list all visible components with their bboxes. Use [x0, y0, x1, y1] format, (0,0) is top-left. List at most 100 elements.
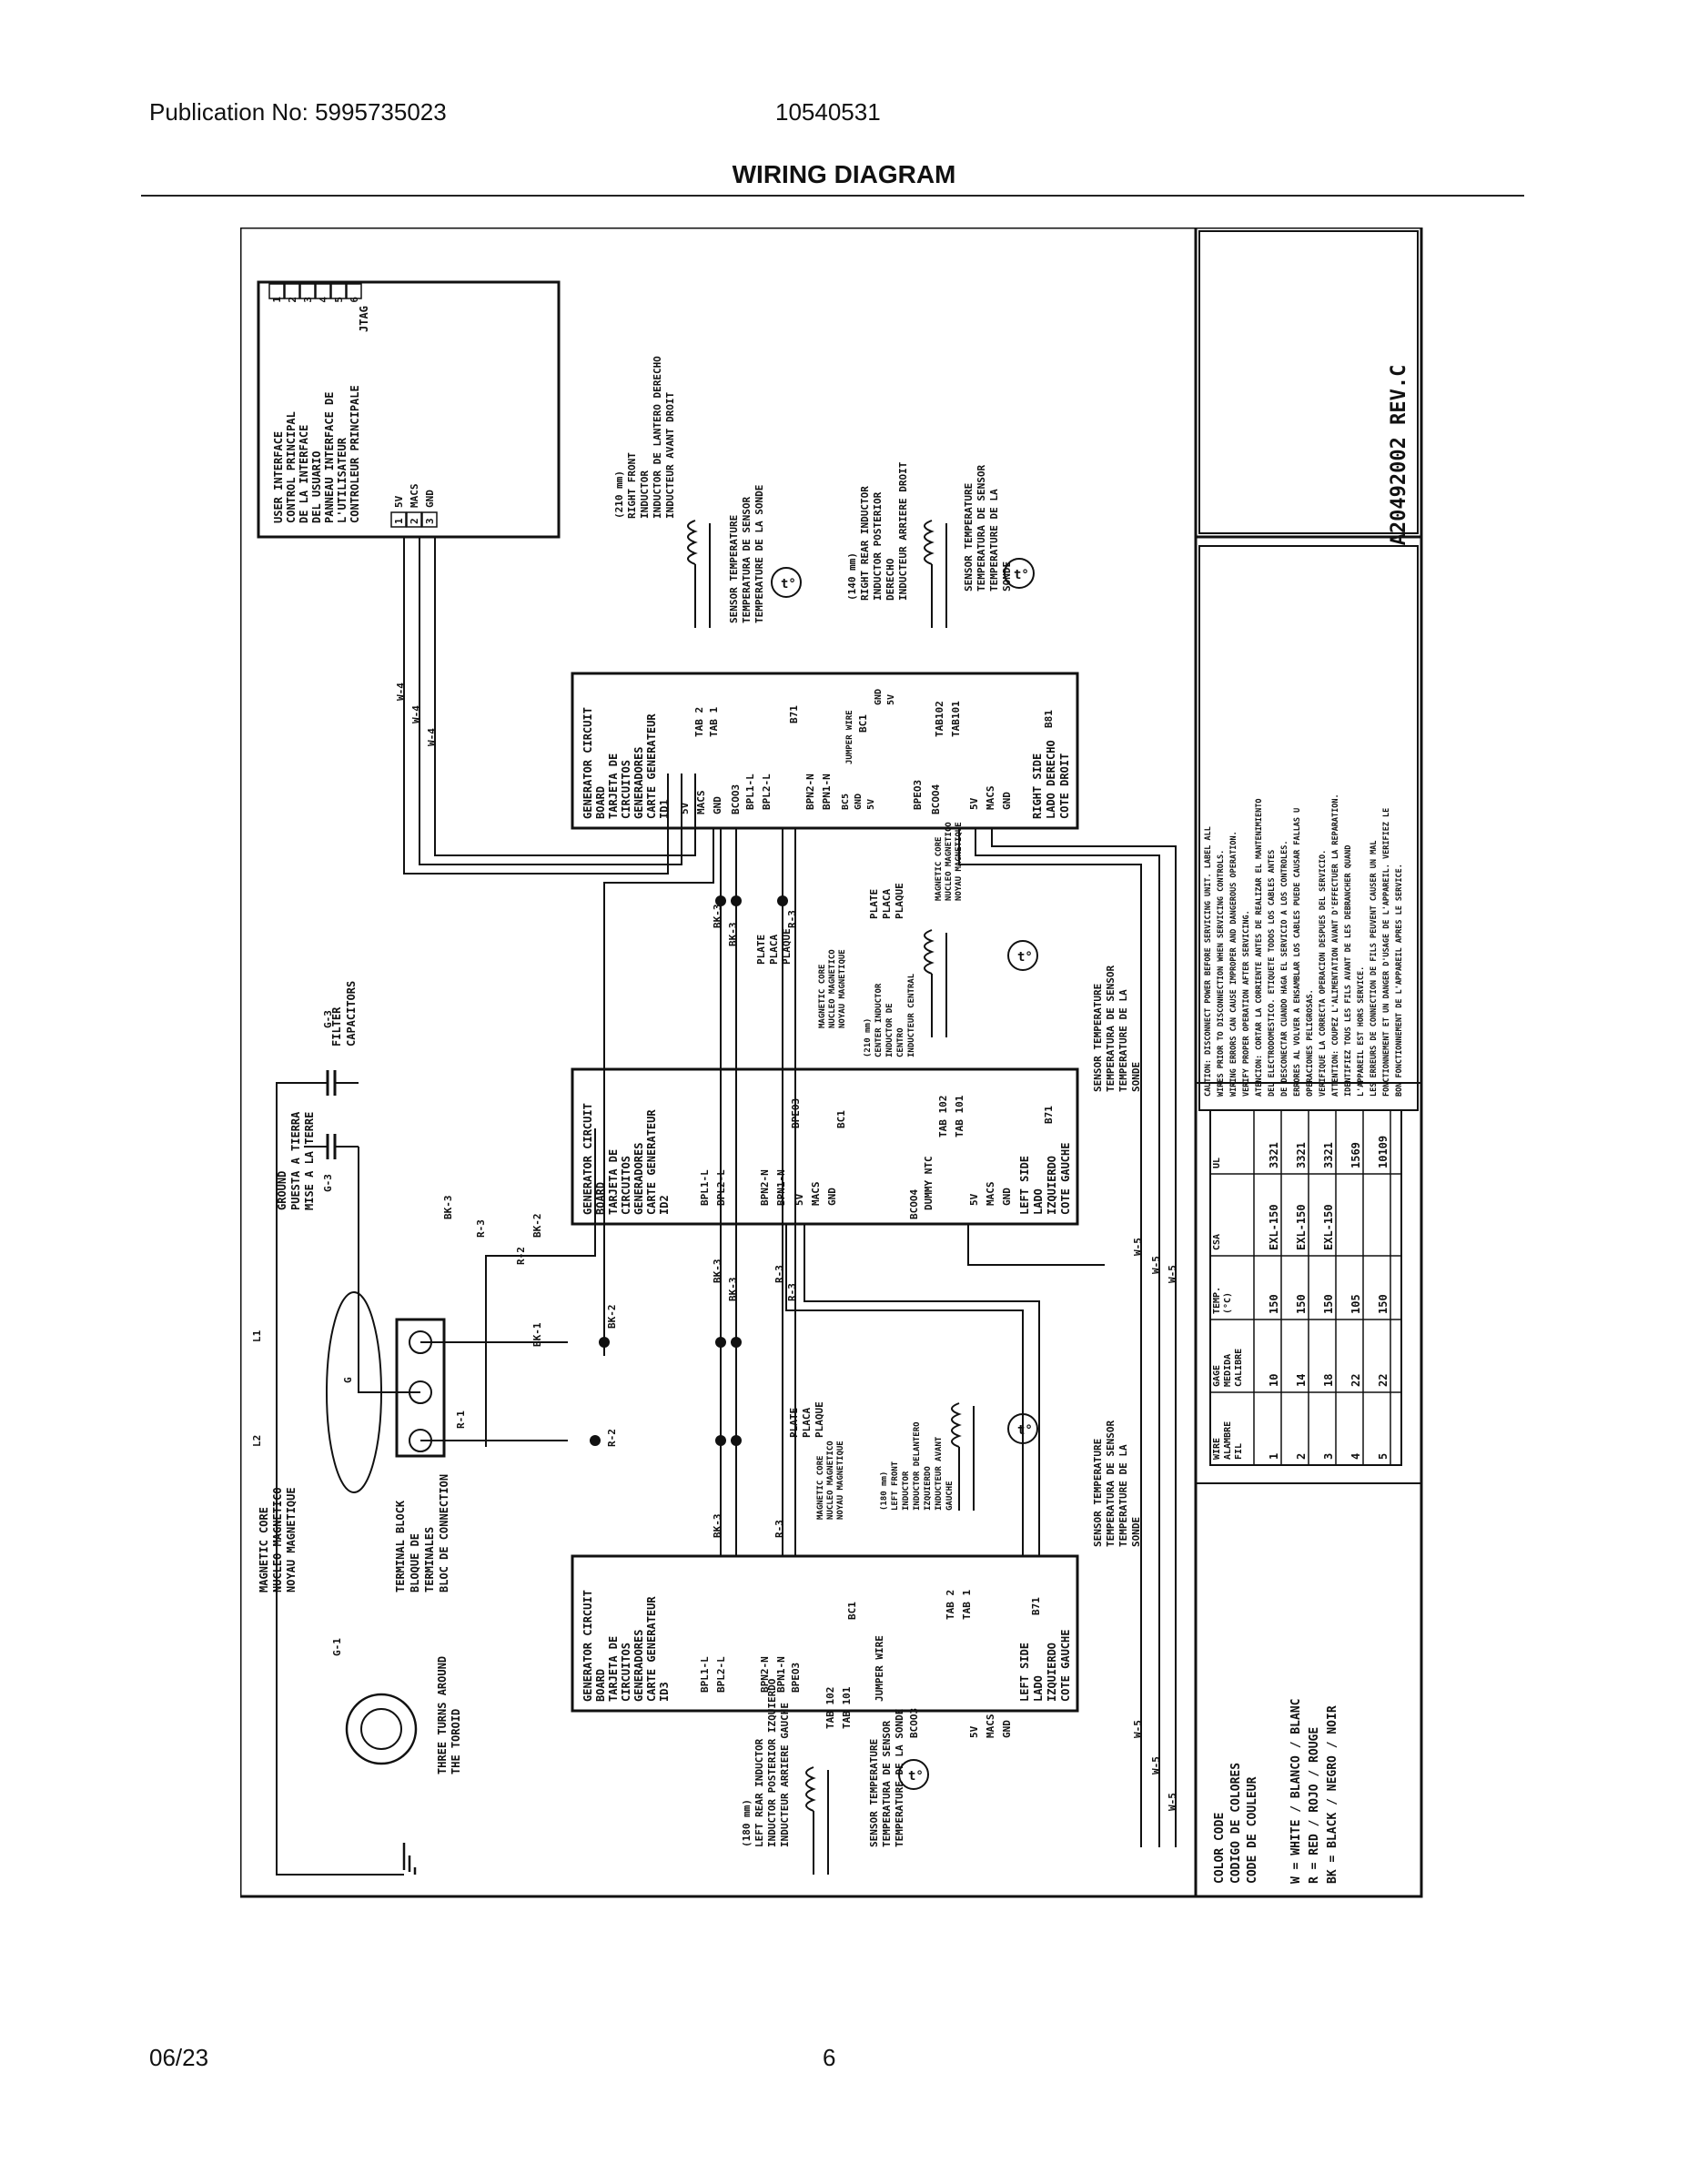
magcore-label-3-line: MAGNETIC CORE	[816, 1456, 825, 1520]
left-side-label-id2-line: COTE GAUCHE	[1059, 1143, 1072, 1215]
revision-box	[1198, 230, 1419, 534]
caution-line-line: IDENTIFIEZ TOUS LES FILS AVANT DE LES DE…	[1344, 845, 1353, 1097]
id1-bpn-line: BPN2-N	[804, 774, 816, 810]
wire-w4-gnd	[434, 537, 696, 856]
wire-label-line: BK-2	[531, 1214, 543, 1239]
inductor-right-rear-label-line: RIGHT REAR INDUCTOR	[859, 486, 871, 601]
id3-cn-terms-line: MACS	[985, 1714, 996, 1739]
magcore-label-3-line: NOYAU MAGNETIQUE	[836, 1441, 845, 1520]
board-id2-label-line: GENERADORES	[632, 1143, 645, 1215]
id2-bpn-line: BPN1-N	[775, 1169, 787, 1206]
table-cell: 2	[1295, 1453, 1308, 1460]
toroid-inner	[360, 1708, 402, 1750]
junction-dot	[731, 1337, 742, 1348]
table-cell: 150	[1377, 1294, 1390, 1314]
table-cell: 1	[1268, 1453, 1280, 1460]
junction-dot	[777, 895, 788, 906]
inductor-center-label-line: (210 mm)	[864, 1018, 873, 1057]
terminal-block-label-line: TERMINAL BLOCK	[394, 1500, 407, 1592]
wire-label-line: BK-3	[442, 1196, 454, 1220]
junction-dot	[715, 1337, 726, 1348]
board-id2-label-line: TARJETA DE	[607, 1149, 620, 1215]
caution-line-line: BON FONCTIONNEMENT DE L'APPAREIL APRES L…	[1395, 864, 1404, 1097]
id2-cn-terms-right-line: GND	[1001, 1188, 1013, 1206]
id3-bcoo3-line: BCOO3	[908, 1708, 920, 1738]
magcore-label-2-line: MAGNETIC CORE	[935, 837, 944, 901]
table-header-line: CSA	[1212, 1234, 1222, 1250]
inductor-left-front-label-line: (180 mm)	[880, 1471, 889, 1511]
wire-label-line: W-5	[1132, 1238, 1144, 1256]
ui-terminal-box	[406, 511, 422, 528]
id2-bc1-line: BC1	[835, 1110, 847, 1128]
wire-label-line: W-4	[426, 728, 438, 746]
ui-terminal-number: 1	[393, 518, 405, 524]
id1-bc5-line: BC5	[841, 794, 851, 810]
inductor-center-label-line: INDUCTOR DE	[885, 1003, 895, 1057]
magcore-label-1-line: MAGNETIC CORE	[818, 965, 827, 1028]
table-cell: 1569	[1349, 1142, 1362, 1168]
inductor-right-front-label-line: INDUCTOR DE LANTERO DERECHO	[652, 356, 663, 519]
junction-dot	[599, 1337, 610, 1348]
terminal-screw	[409, 1429, 432, 1452]
inductor-left-front-label-line: INDUCTOR	[902, 1471, 911, 1511]
wire-id2-id3-link	[785, 1224, 1024, 1556]
id1-cn-terms-line: 5V	[679, 802, 691, 814]
caution-line-line: ATENCION: CORTAR LA CORRIENTE ANTES DE R…	[1255, 798, 1264, 1097]
ui-terminal-number: 2	[409, 518, 420, 524]
publication-number: Publication No: 5995735023	[149, 98, 447, 126]
ground-label-line: MISE A LA TERRE	[303, 1112, 316, 1210]
id1-cn-terms-right-line: GND	[1001, 792, 1013, 810]
inductor-left-rear-label-line: INDUCTOR POSTERIOR IZQUIERDO	[766, 1678, 778, 1847]
caution-line-line: DEL ELECTRODOMESTICO. ETIQUETE TODOS LOS…	[1268, 850, 1277, 1097]
caution-line-line: CAUTION: DISCONNECT POWER BEFORE SERVICI…	[1204, 826, 1213, 1097]
jtag-pin-number: 2	[287, 297, 298, 303]
id2-cn-terms-line: GND	[826, 1188, 838, 1206]
table-header-line: TEMP.	[1212, 1287, 1222, 1314]
wire-label-line: W-5	[1167, 1265, 1178, 1283]
ui-terminal-label: MACS	[409, 484, 420, 509]
jtag-pin-box	[284, 283, 300, 299]
id3-tab-line: TAB 2	[945, 1590, 956, 1620]
thermistor-symbol: t°	[1017, 1423, 1033, 1438]
inductor-center	[924, 929, 935, 975]
table-cell: 105	[1349, 1294, 1362, 1314]
board-id3-label-line: BOARD	[594, 1669, 607, 1702]
table-cell: 10	[1268, 1374, 1280, 1387]
sensor-label-1-line: TEMPERATURE DE LA SONDE	[753, 485, 765, 623]
wire-bk2	[603, 828, 714, 1356]
inductor-left-front-label-line: GAUCHE	[945, 1481, 955, 1511]
wire-label-line: R-3	[773, 1520, 785, 1538]
plate-label-1-line: PLATE	[755, 935, 767, 965]
sensor-label-5-line: TEMPERATURA DE SENSOR	[881, 1721, 893, 1847]
plate-label-1-line: PLAQUE	[781, 928, 793, 965]
id1-gnd5v-line: 5V	[886, 694, 896, 705]
jtag-pin-box	[315, 283, 331, 299]
table-cell: EXL-150	[1322, 1204, 1335, 1250]
wire-w5-b	[975, 828, 1160, 1847]
wire-label-line: BK-3	[727, 1278, 739, 1302]
id1-b71-line: B71	[788, 705, 800, 723]
inductor-center-label-line: INDUCTEUR CENTRAL	[907, 973, 916, 1057]
caution-line-line: FONCTIONNEMENT ET UN DANGER D'USAGE DE L…	[1382, 808, 1391, 1097]
toroid-label-line: THE TOROID	[450, 1709, 462, 1774]
id1-tab10x-line: TAB102	[934, 701, 945, 737]
thermistor-symbol: t°	[908, 1769, 924, 1784]
board-id3-label-line: ID3	[658, 1682, 671, 1702]
wire-label-line: W-5	[1167, 1793, 1178, 1811]
id1-tab-line: TAB 2	[693, 707, 705, 737]
wire-label-line: W-4	[410, 705, 422, 723]
id2-bpn-line: BPN2-N	[759, 1169, 771, 1206]
plate-label-2-line: PLACA	[881, 889, 893, 919]
wire-label-line: G	[342, 1377, 354, 1383]
ui-board-label-line: PANNEAU INTERFACE DE	[323, 392, 336, 524]
wire-label-line: W-5	[1132, 1720, 1144, 1738]
id1-cn-terms-right-line: MACS	[985, 786, 996, 811]
id1-cn-terms-right-line: 5V	[968, 797, 980, 810]
wire-label-line: BK-2	[606, 1305, 618, 1330]
terminal-block-label-line: TERMINALES	[423, 1527, 436, 1592]
id1-bpl-line: BPL1-L	[744, 774, 756, 810]
